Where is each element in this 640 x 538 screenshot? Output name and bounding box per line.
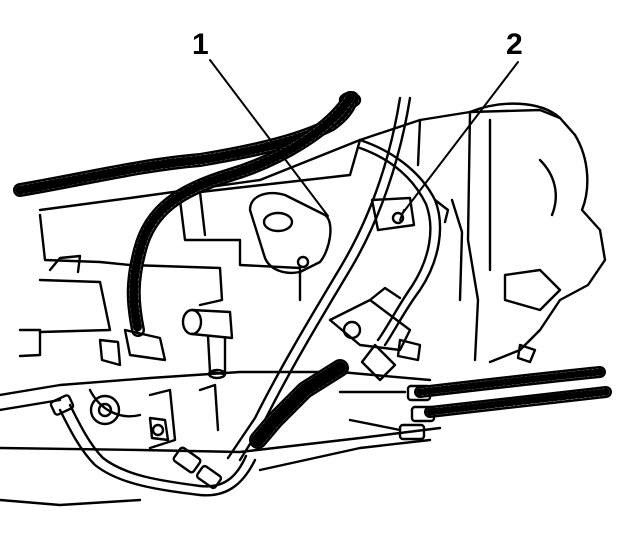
mount-bracket <box>248 191 332 274</box>
callout-label-1: 1 <box>192 28 209 61</box>
cable-connector <box>328 286 422 382</box>
callout-label-2: 2 <box>506 28 523 61</box>
callout-leaders <box>209 59 519 221</box>
cable-loop <box>358 138 450 347</box>
leader-line-2 <box>401 61 519 215</box>
cable-ends-right <box>338 366 612 441</box>
lower-fluid-line <box>49 394 257 497</box>
pipe-fitting <box>181 308 234 380</box>
wiring-harness-loop <box>98 91 357 367</box>
cable-bellows <box>249 359 349 449</box>
leader-line-1 <box>209 59 329 217</box>
